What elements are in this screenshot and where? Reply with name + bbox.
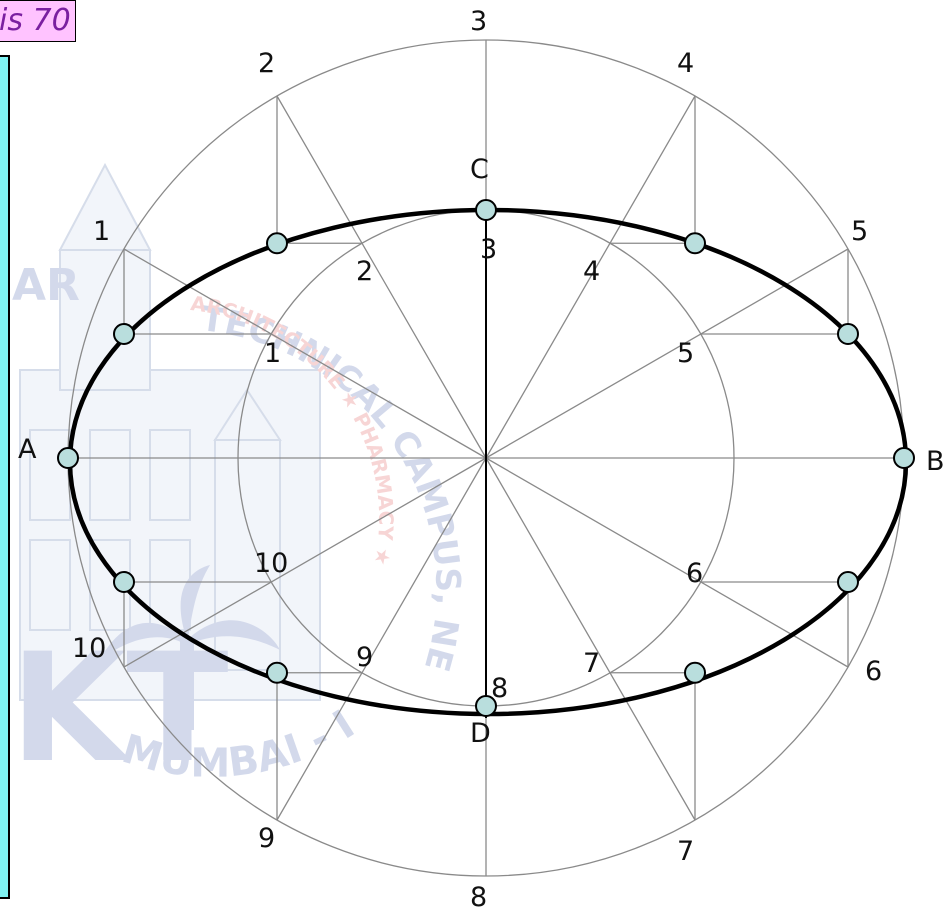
outer-label-1: 1 xyxy=(93,216,110,247)
inner-label-9: 9 xyxy=(356,642,373,673)
ellipse-point-5 xyxy=(113,323,136,345)
outer-label-2: 2 xyxy=(258,48,275,79)
ellipse-point-6 xyxy=(57,447,79,469)
radial-line-7 xyxy=(123,457,487,668)
radial-line-1 xyxy=(485,248,849,459)
palm-tree-icon xyxy=(100,565,280,730)
ellipse-point-7 xyxy=(113,571,136,593)
inner-label-2: 2 xyxy=(356,256,373,287)
radial-line-4 xyxy=(276,95,487,459)
point-labels: A B C D xyxy=(18,154,945,749)
radial-line-8 xyxy=(276,457,487,821)
inner-label-4: 4 xyxy=(583,256,600,287)
radial-line-11 xyxy=(485,457,849,668)
ellipse-point-1 xyxy=(836,323,859,345)
ellipse-point-10 xyxy=(684,661,706,684)
inner-label-3: 3 xyxy=(480,234,497,265)
inner-label-8: 8 xyxy=(491,673,508,704)
ellipse-point-0 xyxy=(893,447,915,469)
building-watermark xyxy=(19,162,321,701)
inner-label-5: 5 xyxy=(677,338,694,369)
ellipse-point-11 xyxy=(836,571,859,593)
outer-label-5: 5 xyxy=(851,216,868,247)
outer-label-8: 8 xyxy=(470,882,487,912)
projection-lines xyxy=(123,96,849,820)
ellipse-point-9 xyxy=(475,695,497,717)
inner-label-6: 6 xyxy=(686,558,703,589)
outer-label-9: 9 xyxy=(258,823,275,854)
title-fragment: is 70 xyxy=(0,0,76,42)
inner-label-10: 10 xyxy=(254,548,288,579)
ellipse-points xyxy=(57,199,915,717)
watermark-left-text: AR xyxy=(12,260,80,311)
ellipse-point-3 xyxy=(475,199,497,221)
ellipse-point-8 xyxy=(266,661,288,684)
inner-label-7: 7 xyxy=(583,648,600,679)
ellipse-point-2 xyxy=(684,232,706,255)
outer-label-6: 6 xyxy=(865,656,882,687)
radial-line-5 xyxy=(123,248,487,459)
watermark: TECHNICAL CAMPUS, NEW PANVEL ARCHITECTUR… xyxy=(0,0,468,796)
radial-lines xyxy=(123,95,849,821)
watermark-logo-letters: KT xyxy=(10,622,229,796)
radial-line-2 xyxy=(485,95,696,459)
inner-division-labels: 1 2 3 4 5 6 7 8 9 10 xyxy=(254,234,703,704)
outer-label-3: 3 xyxy=(470,6,487,37)
outer-label-4: 4 xyxy=(677,48,694,79)
left-side-panel xyxy=(0,55,10,899)
outer-label-10: 10 xyxy=(72,633,106,664)
outer-division-labels: 1 2 3 4 5 6 7 8 9 10 xyxy=(72,6,882,912)
label-point-b: B xyxy=(926,446,945,477)
outer-label-7: 7 xyxy=(677,836,694,867)
inner-label-1: 1 xyxy=(264,338,281,369)
label-point-a: A xyxy=(18,434,37,465)
radial-line-10 xyxy=(485,457,696,821)
ellipse-point-4 xyxy=(266,232,288,255)
label-point-c: C xyxy=(470,154,489,185)
label-point-d: D xyxy=(470,718,491,749)
